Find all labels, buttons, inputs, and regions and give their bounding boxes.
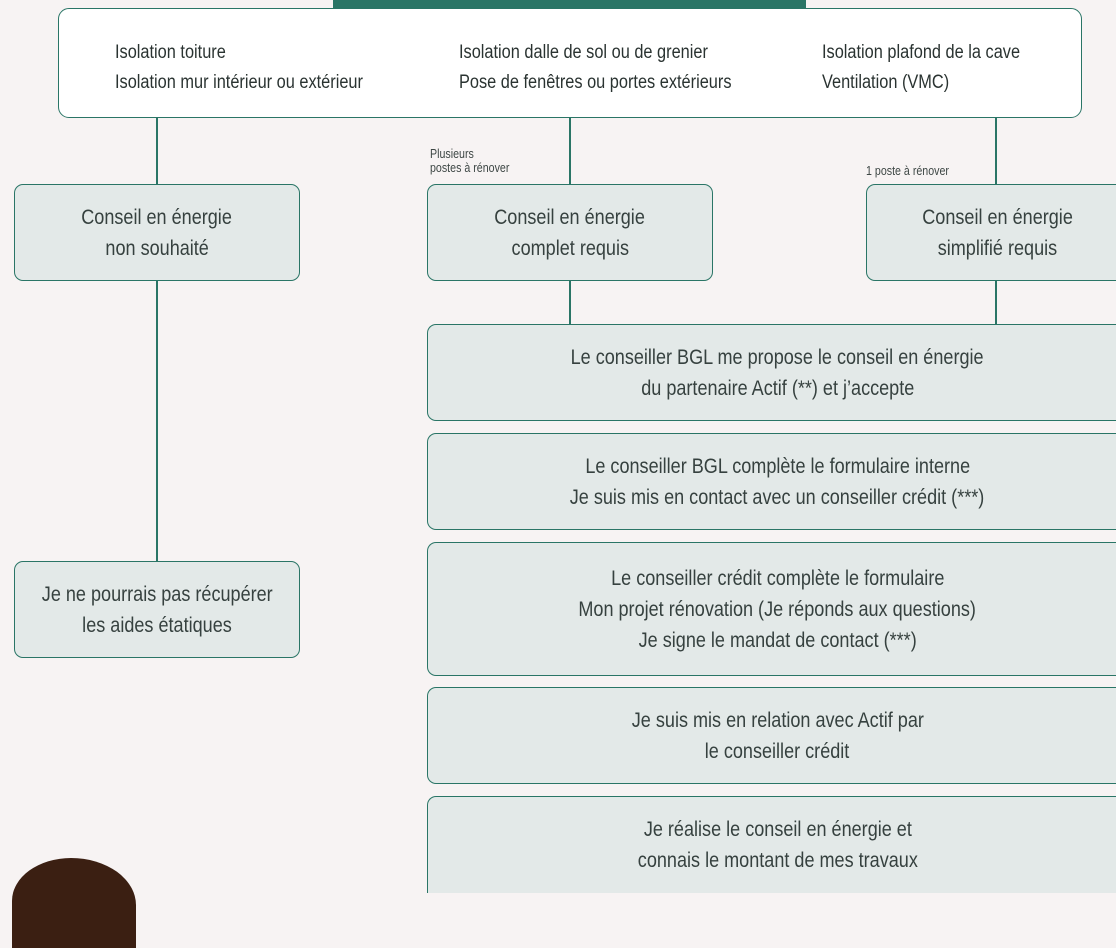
renovation-item: Isolation plafond de la cave [822, 42, 1021, 63]
renovation-column-1: Isolation toiture Isolation mur intérieu… [115, 38, 403, 98]
step-4: Je suis mis en relation avec Actif par l… [427, 687, 1116, 784]
step-5: Je réalise le conseil en énergie et conn… [427, 796, 1116, 893]
illustration-hair [12, 858, 136, 948]
step-2: Le conseiller BGL complète le formulaire… [427, 433, 1116, 530]
renovation-item: Isolation dalle de sol ou de grenier [459, 42, 708, 63]
renovation-item: Pose de fenêtres ou portes extérieurs [459, 72, 732, 93]
connector-line [569, 280, 571, 325]
connector-line [569, 118, 571, 185]
connector-line [156, 280, 158, 562]
branch-label-multiple: Plusieurs postes à rénover [430, 146, 510, 175]
renovation-column-2: Isolation dalle de sol ou de grenier Pos… [459, 38, 776, 98]
connector-line [156, 118, 158, 185]
box-simplified-advice: Conseil en énergie simplifié requis [866, 184, 1116, 281]
step-3: Le conseiller crédit complète le formula… [427, 542, 1116, 676]
connector-line [995, 118, 997, 185]
renovation-column-3: Isolation plafond de la cave Ventilation… [822, 38, 1052, 98]
branch-label-single: 1 poste à rénover [866, 163, 949, 178]
renovation-item: Ventilation (VMC) [822, 72, 950, 93]
box-no-advice: Conseil en énergie non souhaité [14, 184, 300, 281]
box-no-state-aid: Je ne pourrais pas récupérer les aides é… [14, 561, 300, 658]
renovation-item: Isolation mur intérieur ou extérieur [115, 72, 363, 93]
renovation-types-box [58, 8, 1082, 118]
connector-line [995, 280, 997, 325]
renovation-item: Isolation toiture [115, 42, 226, 63]
step-1: Le conseiller BGL me propose le conseil … [427, 324, 1116, 421]
box-complete-advice: Conseil en énergie complet requis [427, 184, 713, 281]
